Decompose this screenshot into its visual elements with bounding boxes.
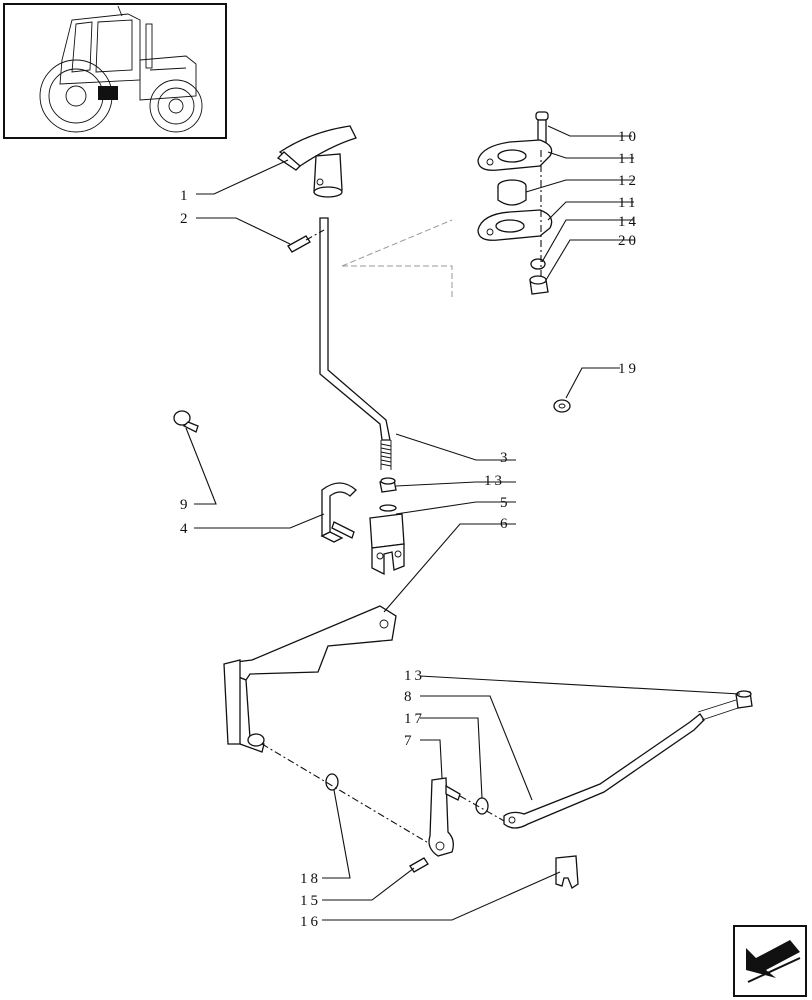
callout-19: 19 xyxy=(618,361,639,377)
pivot-bracket-assembly xyxy=(477,111,553,295)
link-arm xyxy=(428,777,461,857)
callout-5: 5 xyxy=(500,495,511,511)
pin-15 xyxy=(409,857,429,873)
callout-11-bottom: 11 xyxy=(618,195,638,211)
callout-13-upper: 13 xyxy=(484,473,505,489)
callout-15: 15 xyxy=(300,893,321,909)
callout-8: 8 xyxy=(404,689,415,705)
callout-17: 17 xyxy=(404,711,425,727)
lever-knob xyxy=(278,125,357,167)
callout-4: 4 xyxy=(180,521,191,537)
gear-lever-assembly xyxy=(276,125,392,470)
callout-7: 7 xyxy=(404,733,415,749)
axis-line xyxy=(261,743,431,845)
callout-9: 9 xyxy=(180,497,191,513)
callout-13-right: 13 xyxy=(404,668,425,684)
shift-lever-arm xyxy=(223,605,397,753)
callout-14: 14 xyxy=(618,214,639,230)
callout-12: 12 xyxy=(618,173,639,189)
callout-16: 16 xyxy=(300,914,321,930)
callout-6: 6 xyxy=(500,516,511,532)
callout-11-top: 11 xyxy=(618,151,638,167)
callout-3: 3 xyxy=(500,450,511,466)
callout-labels: 1 2 3 4 5 6 7 8 9 10 11 12 11 13 13 14 1… xyxy=(180,129,639,930)
axis-line-2 xyxy=(459,795,507,823)
callout-20: 20 xyxy=(618,233,639,249)
roll-pin xyxy=(287,235,311,253)
callout-2: 2 xyxy=(180,211,191,227)
spring-clip xyxy=(555,855,579,889)
clevis-fork xyxy=(369,504,405,576)
tractor-thumbnail[interactable] xyxy=(3,3,227,139)
callout-18: 18 xyxy=(300,871,321,887)
control-rod xyxy=(503,699,739,829)
screw-9 xyxy=(173,410,199,433)
washer-19 xyxy=(553,399,571,413)
washer-18 xyxy=(325,773,339,791)
previous-page-arrow-icon[interactable] xyxy=(733,925,807,997)
lever-rod xyxy=(319,217,391,441)
nut-13-upper xyxy=(379,477,397,493)
callout-1: 1 xyxy=(180,188,191,204)
nut-13-right xyxy=(735,690,753,709)
callout-10: 10 xyxy=(618,129,639,145)
clamp-bracket xyxy=(320,482,357,543)
leader-lines xyxy=(185,125,741,921)
reference-lines xyxy=(341,219,453,300)
